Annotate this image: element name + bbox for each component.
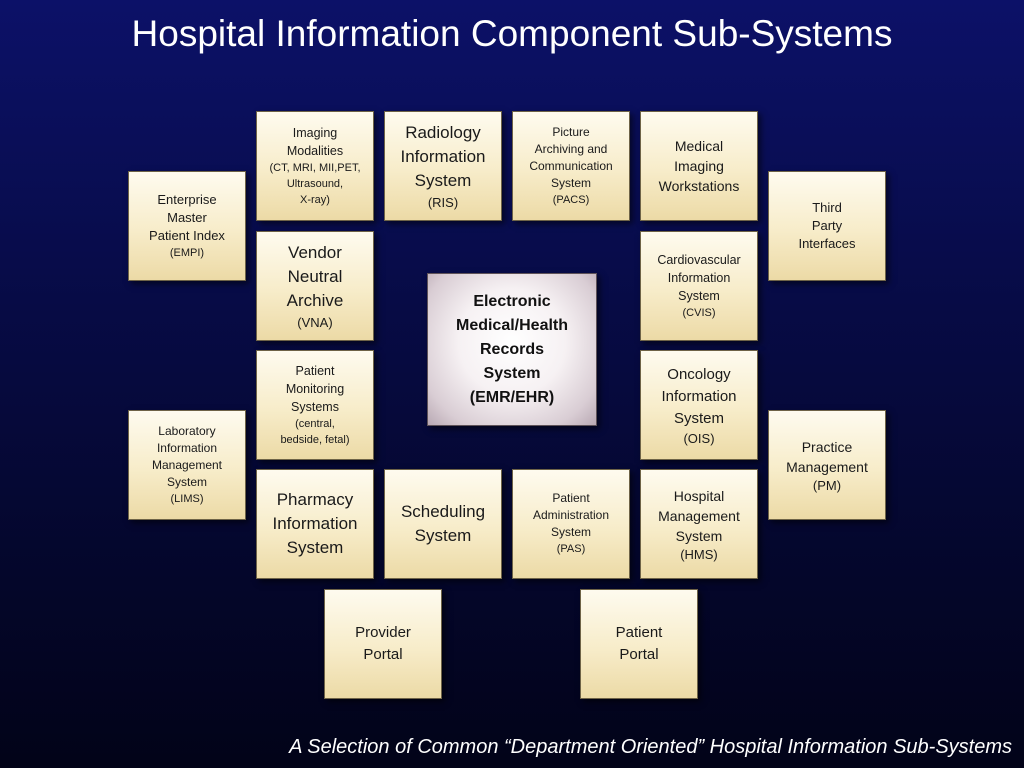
- node-medical-imaging-workstations-label: Medical Imaging Workstations: [658, 138, 740, 194]
- node-lims-label: Laboratory Information Management System: [151, 423, 223, 489]
- node-ris-abbr: (RIS): [427, 194, 459, 210]
- node-lims-abbr: (LIMS): [170, 492, 204, 505]
- node-ris-label: Radiology Information System: [400, 122, 486, 190]
- node-pas-label: Patient Administration System: [532, 491, 610, 539]
- node-medical-imaging-workstations: Medical Imaging Workstations: [640, 111, 758, 221]
- node-emr-ehr: Electronic Medical/Health Records System…: [427, 273, 597, 426]
- node-patient-monitoring-label: Patient Monitoring Systems: [285, 364, 345, 414]
- node-lims: Laboratory Information Management System…: [128, 410, 246, 520]
- node-practice-management-label: Practice Management: [786, 438, 868, 475]
- node-ois-abbr: (OIS): [683, 430, 715, 446]
- node-pacs-label: Picture Archiving and Communication Syst…: [529, 124, 613, 190]
- node-imaging-modalities: Imaging Modalities (CT, MRI, MII,PET, Ul…: [256, 111, 374, 221]
- node-ois-label: Oncology Information System: [661, 365, 737, 427]
- node-cvis: Cardiovascular Information System (CVIS): [640, 231, 758, 341]
- node-ois: Oncology Information System (OIS): [640, 350, 758, 460]
- node-scheduling-label: Scheduling System: [400, 502, 486, 545]
- node-third-party-interfaces-label: Third Party Interfaces: [798, 200, 856, 251]
- node-practice-management: Practice Management (PM): [768, 410, 886, 520]
- node-scheduling: Scheduling System: [384, 469, 502, 579]
- node-patient-monitoring: Patient Monitoring Systems (central, bed…: [256, 350, 374, 460]
- node-hms: Hospital Management System (HMS): [640, 469, 758, 579]
- node-imaging-modalities-abbr: (CT, MRI, MII,PET, Ultrasound, X-ray): [269, 162, 361, 206]
- node-cvis-label: Cardiovascular Information System: [657, 253, 741, 303]
- node-empi-label: Enterprise Master Patient Index: [149, 192, 225, 243]
- node-practice-management-abbr: (PM): [812, 477, 842, 493]
- node-vna-label: Vendor Neutral Archive: [286, 242, 344, 310]
- node-third-party-interfaces: Third Party Interfaces: [768, 171, 886, 281]
- node-pas: Patient Administration System (PAS): [512, 469, 630, 579]
- node-vna-abbr: (VNA): [297, 314, 333, 330]
- node-pacs-abbr: (PACS): [552, 193, 590, 206]
- node-empi: Enterprise Master Patient Index (EMPI): [128, 171, 246, 281]
- node-patient-portal-label: Patient Portal: [615, 624, 663, 663]
- node-pacs: Picture Archiving and Communication Syst…: [512, 111, 630, 221]
- node-empi-abbr: (EMPI): [169, 247, 205, 259]
- node-imaging-modalities-label: Imaging Modalities: [286, 126, 344, 158]
- node-pharmacy-label: Pharmacy Information System: [272, 490, 358, 557]
- node-vna: Vendor Neutral Archive (VNA): [256, 231, 374, 341]
- node-pharmacy: Pharmacy Information System: [256, 469, 374, 579]
- node-pas-abbr: (PAS): [556, 543, 586, 555]
- node-ris: Radiology Information System (RIS): [384, 111, 502, 221]
- node-provider-portal: Provider Portal: [324, 589, 442, 699]
- node-provider-portal-label: Provider Portal: [355, 624, 411, 663]
- slide-title: Hospital Information Component Sub-Syste…: [131, 13, 893, 54]
- node-patient-portal: Patient Portal: [580, 589, 698, 699]
- node-patient-monitoring-abbr: (central, bedside, fetal): [280, 418, 350, 446]
- node-hms-abbr: (HMS): [680, 546, 718, 562]
- caption: A Selection of Common “Department Orient…: [289, 736, 1012, 758]
- node-cvis-abbr: (CVIS): [682, 307, 716, 319]
- node-emr-ehr-label: Electronic Medical/Health Records System…: [455, 292, 569, 406]
- node-hms-label: Hospital Management System: [658, 487, 740, 544]
